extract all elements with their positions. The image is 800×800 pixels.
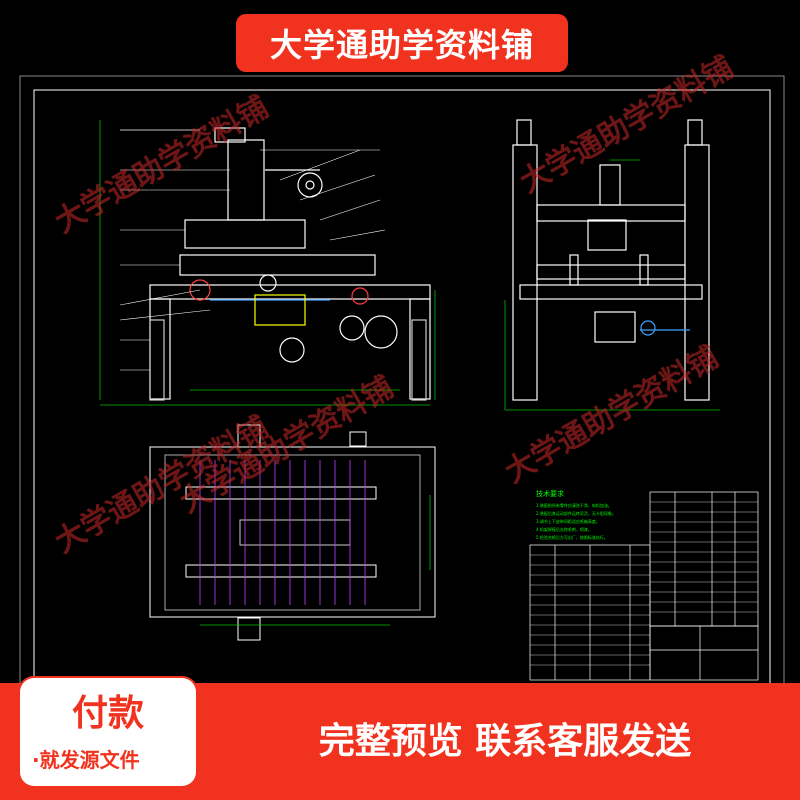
drawing-frame [33, 89, 771, 690]
side-dimensions [504, 159, 720, 411]
bom-rows [530, 501, 758, 666]
pay-title: 付款 [71, 693, 144, 734]
tech-line: 1.装配前所有零件应清洗干净，电机加油。 [536, 502, 612, 508]
side-view [512, 119, 710, 401]
tech-line: 2.装配后各运动部件运转灵活，无卡阻现象。 [536, 510, 616, 516]
top-dimensions [200, 495, 431, 626]
tech-line: 5.检验合格后方可出厂，按照标准执行。 [536, 534, 608, 540]
footer-text: 完整预览 联系客服发送 [318, 721, 692, 762]
bom-table [529, 491, 759, 681]
front-leaders [119, 149, 386, 371]
front-view [149, 127, 431, 401]
tech-line: 3.调节上下皮带间距适应纸箱高度。 [536, 518, 600, 524]
cad-drawing: 技术要求 1.装配前所有零件应清洗干净，电机加油。 2.装配后各运动部件运转灵活… [19, 75, 785, 690]
tech-title: 技术要求 [536, 489, 564, 498]
pay-subtitle: ·就发源文件 [32, 748, 140, 772]
top-view-belts [199, 460, 366, 605]
top-banner: 大学通助学资料铺 [236, 14, 568, 72]
top-view [149, 424, 436, 641]
pay-card[interactable]: 付款 ·就发源文件 [20, 678, 196, 786]
banner-title: 大学通助学资料铺 [269, 26, 534, 64]
front-dimensions [99, 120, 436, 406]
tech-line: 4.机架焊接后去除毛刺，喷漆。 [536, 526, 592, 532]
